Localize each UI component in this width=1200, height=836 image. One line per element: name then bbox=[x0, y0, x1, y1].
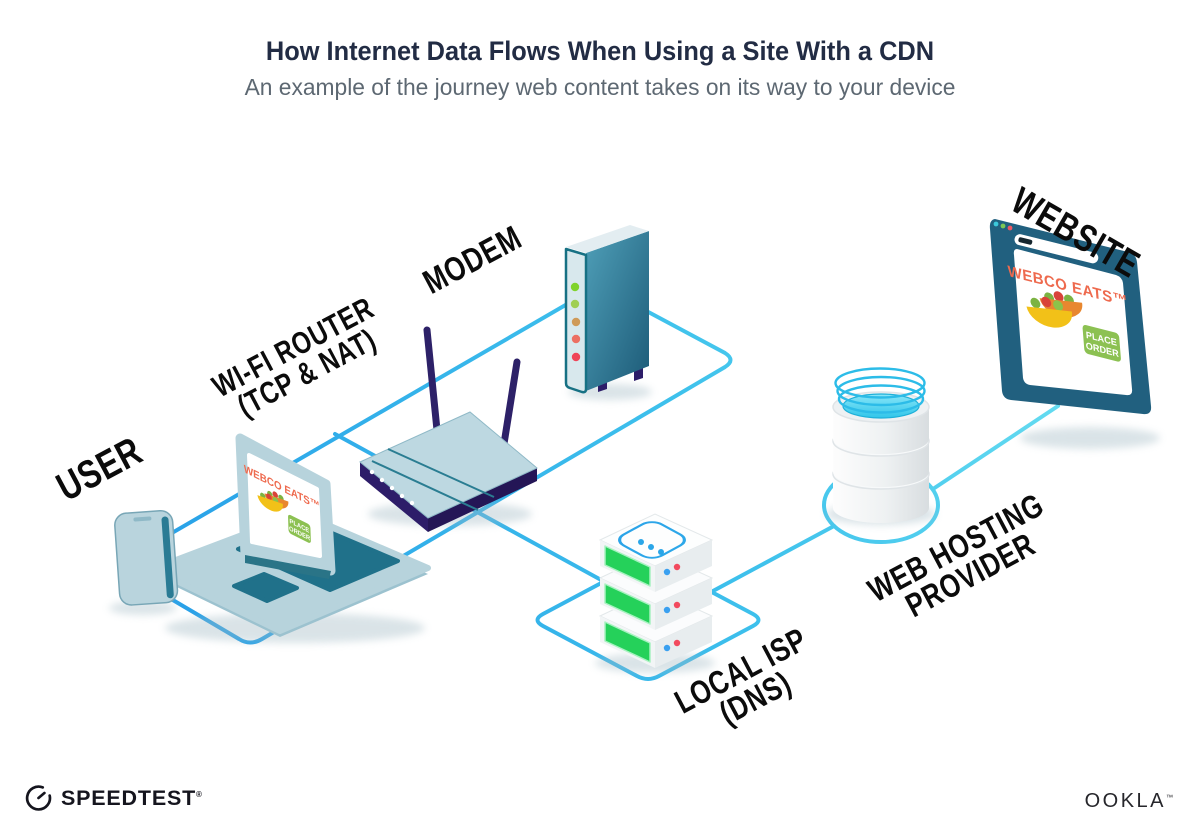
ookla-logo: OOKLA™ bbox=[1084, 790, 1173, 812]
laptop-illustration: WEBCO EATS™ PLACE ORDER bbox=[149, 433, 431, 637]
hosting-to-website-line bbox=[931, 404, 1060, 491]
database-top-rings bbox=[834, 367, 926, 414]
router-status-lights bbox=[369, 469, 415, 506]
router-antenna-right bbox=[499, 358, 521, 454]
modem-status-leds bbox=[570, 282, 581, 362]
isp-to-hosting-line bbox=[711, 524, 836, 593]
taco-illustration bbox=[257, 490, 289, 512]
router-illustration bbox=[359, 326, 538, 532]
browser-traffic-dots bbox=[993, 221, 1013, 231]
router-antenna-left bbox=[423, 326, 441, 434]
page-subtitle: An example of the journey web content ta… bbox=[244, 74, 956, 100]
server-top-panel-outline bbox=[618, 521, 686, 559]
taco-illustration bbox=[1026, 291, 1083, 328]
hosting-database-illustration bbox=[832, 367, 930, 523]
modem-illustration bbox=[564, 225, 649, 394]
speedtest-gauge-icon bbox=[25, 785, 52, 811]
browser-content-area bbox=[1013, 249, 1133, 396]
isp-server-illustration bbox=[598, 513, 714, 668]
speedtest-wordmark: SPEEDTEST® bbox=[61, 785, 203, 810]
website-browser-illustration: WEBCO EATS™ PLACE ORDER bbox=[989, 219, 1152, 415]
browser-url-bar bbox=[1014, 234, 1099, 264]
speedtest-logo: SPEEDTEST® bbox=[25, 784, 203, 812]
website-order-button: PLACE ORDER bbox=[1082, 325, 1121, 362]
phone-illustration bbox=[114, 510, 179, 606]
page-title: How Internet Data Flows When Using a Sit… bbox=[265, 36, 935, 66]
